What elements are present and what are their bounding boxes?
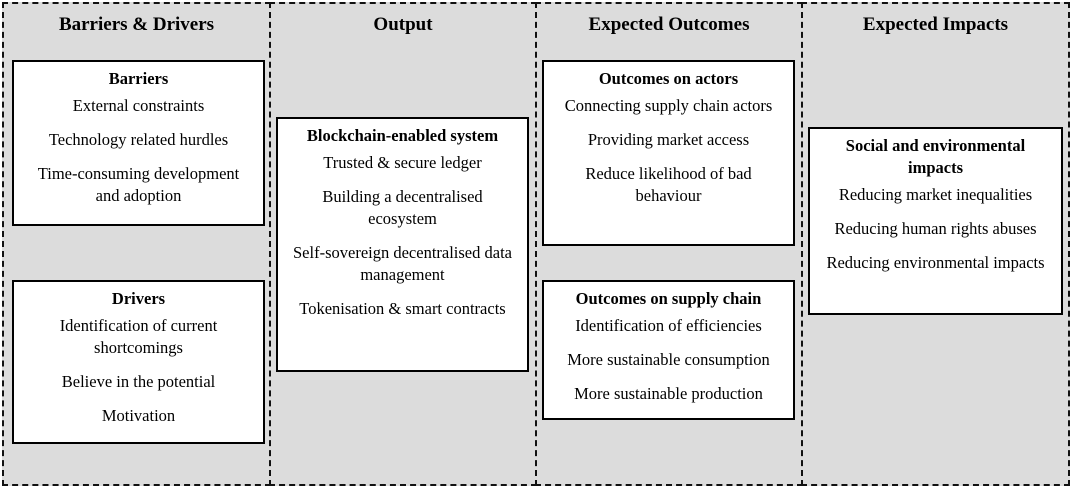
box-title: Drivers xyxy=(111,289,166,308)
list-item: More sustainable production xyxy=(574,384,763,403)
box-social-environmental-impacts: Social and environmental impacts Reducin… xyxy=(808,127,1063,315)
column-output: Output Blockchain-enabled system Trusted… xyxy=(269,2,537,486)
box-barriers: Barriers External constraints Technology… xyxy=(12,60,265,226)
box-title: Social and environmental impacts xyxy=(845,136,1026,177)
box-outcomes-on-supply-chain: Outcomes on supply chain Identification … xyxy=(542,280,795,420)
list-item: Identification of current shortcomings xyxy=(59,316,218,357)
list-item: Reducing environmental impacts xyxy=(826,253,1045,272)
list-item: External constraints xyxy=(72,96,205,115)
list-item: Connecting supply chain actors xyxy=(564,96,773,115)
column-barriers-drivers: Barriers & Drivers Barriers External con… xyxy=(2,2,271,486)
column-title: Barriers & Drivers xyxy=(58,14,215,35)
list-item: Technology related hurdles xyxy=(48,130,229,149)
column-expected-outcomes: Expected Outcomes Outcomes on actors Con… xyxy=(535,2,803,486)
box-title: Barriers xyxy=(108,69,169,88)
list-item: Reducing human rights abuses xyxy=(834,219,1037,238)
column-title: Expected Impacts xyxy=(862,14,1009,35)
box-drivers: Drivers Identification of current shortc… xyxy=(12,280,265,444)
box-title: Outcomes on supply chain xyxy=(575,289,762,308)
list-item: Providing market access xyxy=(587,130,750,149)
list-item: Reduce likelihood of bad behaviour xyxy=(585,164,752,205)
column-title: Expected Outcomes xyxy=(588,14,750,35)
list-item: Self-sovereign decentralised data manage… xyxy=(293,243,512,284)
list-item: Tokenisation & smart contracts xyxy=(299,299,506,318)
box-title: Outcomes on actors xyxy=(598,69,739,88)
box-outcomes-on-actors: Outcomes on actors Connecting supply cha… xyxy=(542,60,795,246)
list-item: Identification of efficiencies xyxy=(575,316,762,335)
column-expected-impacts: Expected Impacts Social and environmenta… xyxy=(801,2,1070,486)
list-item: Trusted & secure ledger xyxy=(323,153,482,172)
list-item: More sustainable consumption xyxy=(567,350,770,369)
box-title: Blockchain-enabled system xyxy=(306,126,499,145)
list-item: Reducing market inequalities xyxy=(838,185,1033,204)
column-title: Output xyxy=(373,14,433,35)
list-item: Time-consuming development and adoption xyxy=(37,164,240,205)
list-item: Believe in the potential xyxy=(61,372,216,391)
box-blockchain-system: Blockchain-enabled system Trusted & secu… xyxy=(276,117,529,372)
list-item: Building a decentralised ecosystem xyxy=(322,187,483,228)
list-item: Motivation xyxy=(101,406,176,425)
